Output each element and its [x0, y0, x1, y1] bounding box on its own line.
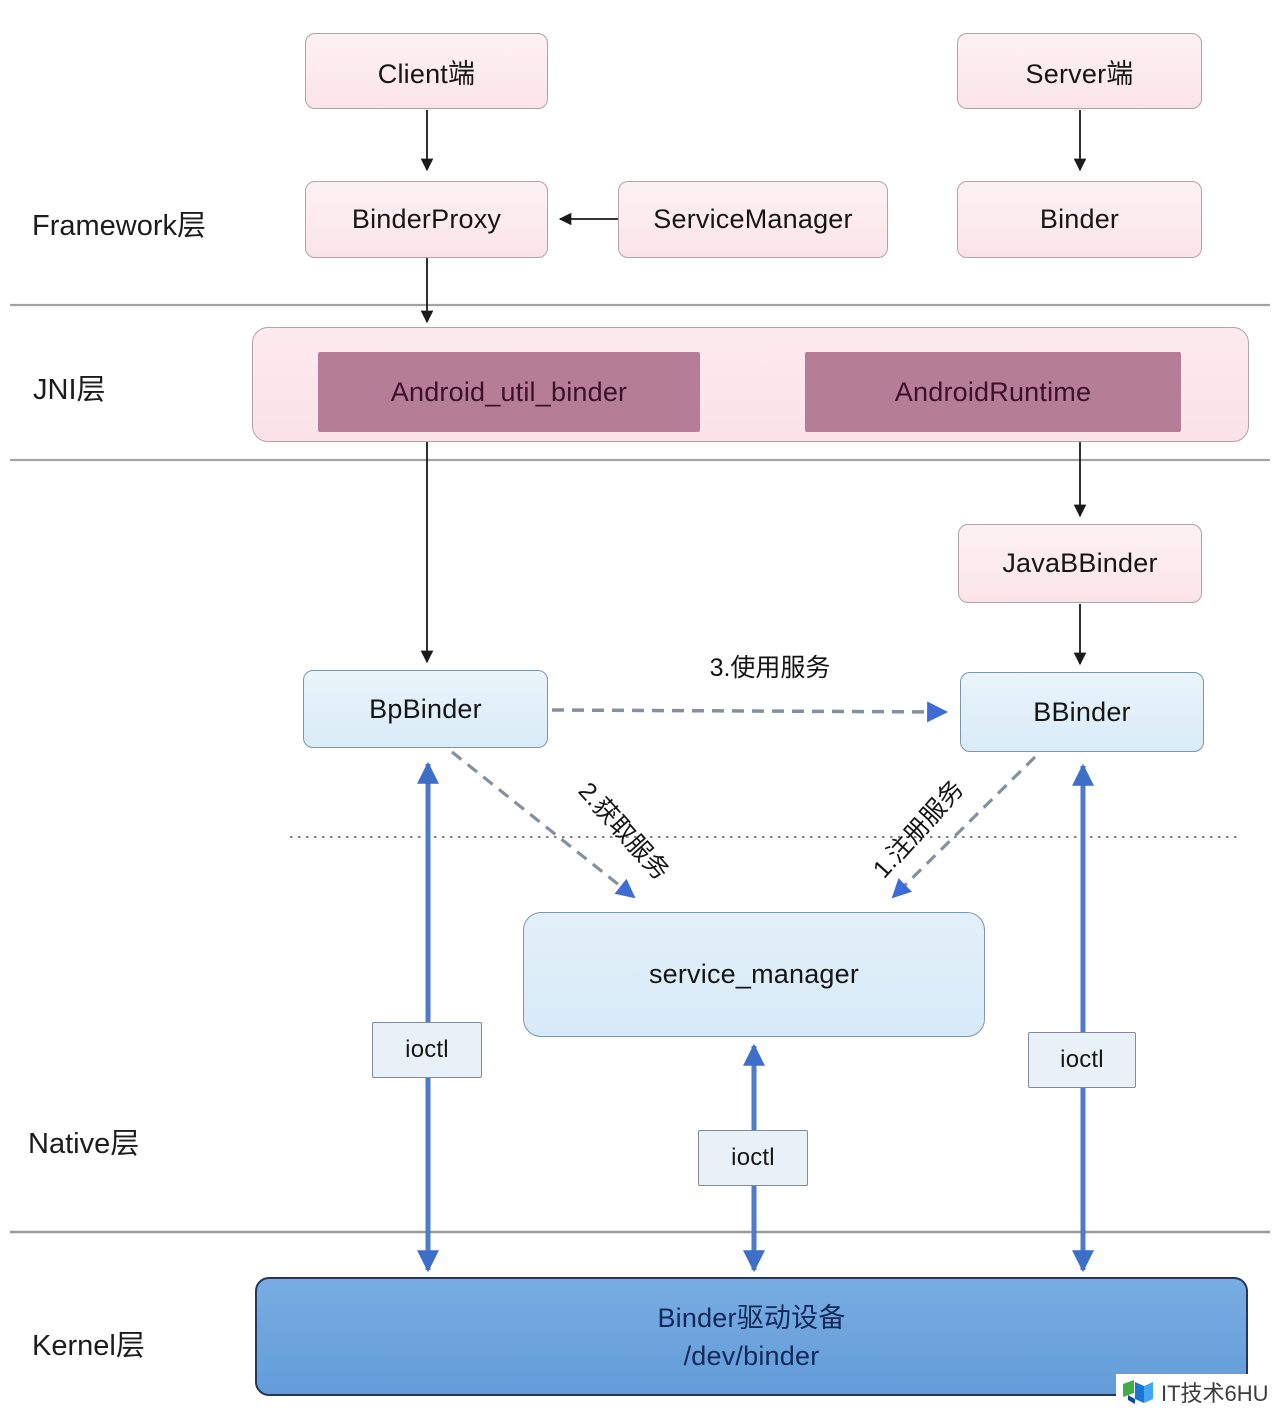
watermark-text: IT技术6HU: [1161, 1381, 1269, 1406]
binder-node: Binder: [957, 181, 1202, 258]
service-manager-native-node: service_manager: [523, 912, 985, 1037]
android-runtime-node: AndroidRuntime: [805, 352, 1181, 432]
watermark-logo-icon: [1122, 1377, 1154, 1407]
layer-label-kernel: Kernel层: [32, 1330, 145, 1362]
kernel-driver-node: Binder驱动设备 /dev/binder: [255, 1277, 1248, 1396]
arrow-register-service: [891, 755, 1037, 899]
layer-label-jni: JNI层: [33, 374, 106, 406]
ioctl-right-node: ioctl: [1028, 1032, 1136, 1088]
layer-label-native: Native层: [28, 1128, 140, 1160]
bp-binder-node: BpBinder: [303, 670, 548, 748]
server-node: Server端: [957, 33, 1202, 109]
ioctl-middle-node: ioctl: [698, 1130, 808, 1186]
b-binder-node: BBinder: [960, 672, 1204, 752]
java-bbinder-node: JavaBBinder: [958, 524, 1202, 603]
kernel-driver-title: Binder驱动设备: [657, 1302, 846, 1333]
kernel-driver-path: /dev/binder: [683, 1340, 820, 1371]
arrow-use-service: [551, 701, 949, 723]
service-manager-node: ServiceManager: [618, 181, 888, 258]
android-util-binder-node: Android_util_binder: [318, 352, 700, 432]
watermark: IT技术6HU: [1116, 1374, 1273, 1410]
binder-proxy-node: BinderProxy: [305, 181, 548, 258]
client-node: Client端: [305, 33, 548, 109]
layer-label-framework: Framework层: [32, 210, 207, 242]
ioctl-left-node: ioctl: [372, 1022, 482, 1078]
edge-label-use-service: 3.使用服务: [709, 654, 831, 682]
